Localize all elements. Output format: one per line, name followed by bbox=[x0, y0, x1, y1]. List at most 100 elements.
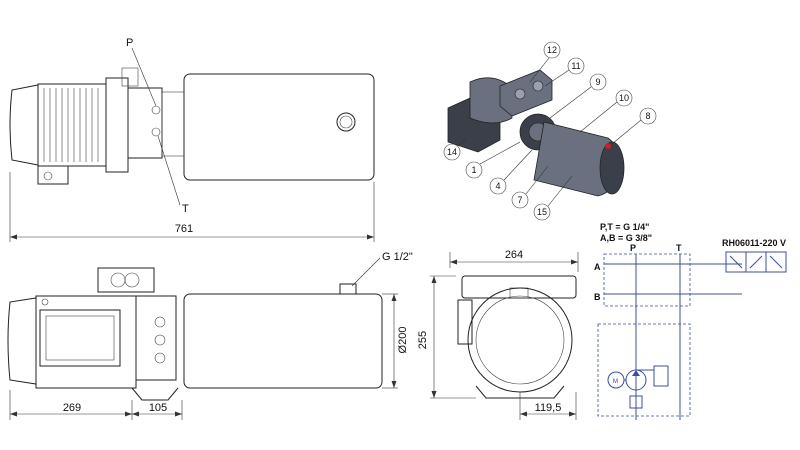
leader-14 bbox=[457, 137, 467, 147]
end-tank-inner bbox=[475, 295, 565, 385]
dim-119-5: 119,5 bbox=[535, 402, 562, 414]
leader-11 bbox=[544, 69, 570, 87]
valve-box-3 bbox=[765, 251, 787, 273]
callout-bubble-12 bbox=[543, 41, 561, 59]
iso-valve bbox=[499, 69, 553, 117]
filler-cap-inner bbox=[339, 115, 353, 129]
callout-14: 14 bbox=[447, 147, 457, 157]
dim-264: 264 bbox=[505, 249, 523, 261]
schematic-label-p: P bbox=[630, 243, 636, 253]
hydraulic-schematic: P,T = G 1/4" A,B = G 3/8" P T RH06011-22… bbox=[594, 222, 787, 420]
valve-arrow-1 bbox=[729, 255, 743, 269]
top-view: P T 761 bbox=[9, 37, 375, 242]
callout-bubble-10 bbox=[615, 89, 633, 107]
port-c bbox=[154, 352, 166, 364]
oil-tank bbox=[183, 73, 375, 181]
port-t bbox=[151, 127, 161, 137]
leader-8 bbox=[611, 119, 642, 145]
valve-cartridge bbox=[121, 67, 139, 87]
end-side-valve bbox=[457, 299, 473, 345]
callout-1: 1 bbox=[471, 165, 476, 175]
terminal-box bbox=[39, 309, 121, 367]
port-note-2: A,B = G 3/8" bbox=[600, 233, 652, 243]
dim-761: 761 bbox=[175, 223, 193, 235]
leader-10 bbox=[579, 101, 618, 133]
valve-arrow-3 bbox=[769, 255, 783, 269]
tank-flange bbox=[161, 91, 185, 157]
iso-tank-end bbox=[599, 141, 625, 195]
dim-255: 255 bbox=[417, 331, 429, 349]
directional-valve-symbol bbox=[725, 251, 787, 273]
arrows-269-105 bbox=[10, 411, 182, 417]
filter-symbol bbox=[629, 395, 643, 409]
leader-thread bbox=[351, 257, 381, 287]
leader-1 bbox=[479, 141, 521, 165]
filler-cap bbox=[336, 112, 356, 132]
callout-11: 11 bbox=[571, 61, 580, 71]
motor-fins bbox=[43, 88, 99, 162]
solenoid-coil-2 bbox=[124, 272, 140, 288]
callout-10: 10 bbox=[619, 93, 629, 103]
valve-block bbox=[127, 87, 163, 159]
callout-bubble-15 bbox=[533, 203, 551, 221]
dim-diameter: Ø200 bbox=[397, 327, 409, 354]
motor-end-cap bbox=[9, 84, 39, 166]
callout-15: 15 bbox=[537, 207, 547, 217]
leader-p bbox=[131, 47, 157, 107]
leader-t bbox=[157, 135, 181, 206]
leader-15 bbox=[547, 175, 573, 207]
solenoid-valve bbox=[97, 267, 155, 293]
callout-bubble-11 bbox=[567, 57, 585, 75]
pump-arrow bbox=[632, 370, 640, 376]
leader-12 bbox=[529, 57, 550, 83]
callout-7: 7 bbox=[517, 195, 522, 205]
motor-body bbox=[37, 83, 107, 167]
callout-8: 8 bbox=[645, 111, 650, 121]
label-t: T bbox=[182, 203, 189, 215]
callout-bubble-1 bbox=[465, 161, 483, 179]
iso-valve-port-2 bbox=[532, 80, 544, 92]
schematic-label-a: A bbox=[594, 262, 601, 272]
valve-arrow-2 bbox=[749, 255, 763, 269]
relief-valve bbox=[653, 365, 669, 387]
power-unit-border bbox=[597, 323, 691, 417]
callout-12: 12 bbox=[547, 45, 557, 55]
terminal-box-lid bbox=[45, 315, 115, 361]
callout-bubble-4 bbox=[489, 177, 507, 195]
leader-7 bbox=[525, 165, 549, 195]
motor-foot bbox=[37, 165, 69, 185]
schematic-label-t: T bbox=[676, 243, 682, 253]
callout-bubble-14 bbox=[443, 143, 461, 161]
callout-bubble-8 bbox=[639, 107, 657, 125]
dim-105: 105 bbox=[149, 402, 167, 414]
motor-flange bbox=[105, 77, 129, 173]
callout-9: 9 bbox=[595, 77, 600, 87]
manifold-border bbox=[603, 253, 691, 307]
end-view: 264 255 119,5 bbox=[417, 249, 579, 420]
port-p bbox=[151, 105, 161, 115]
label-p: P bbox=[126, 37, 133, 49]
solenoid-coil bbox=[110, 272, 126, 288]
port-thread-label: G 1/2" bbox=[382, 251, 413, 263]
end-tank-circle bbox=[467, 287, 573, 393]
iso-view: 12 11 9 10 8 14 1 4 7 bbox=[443, 41, 657, 221]
filler-plug bbox=[339, 283, 357, 295]
foot-bolt bbox=[43, 171, 53, 181]
mount-bracket bbox=[131, 387, 179, 401]
iso-valve-port bbox=[514, 88, 526, 100]
callout-bubble-9 bbox=[589, 73, 607, 91]
iso-filler-red bbox=[605, 143, 611, 149]
callout-4: 4 bbox=[495, 181, 500, 191]
motor-label: M bbox=[613, 379, 618, 385]
side-valve-block bbox=[135, 295, 177, 381]
schematic-label-b: B bbox=[594, 292, 601, 302]
side-view: G 1/2" Ø200 269 105 bbox=[7, 251, 413, 420]
valve-code: RH06011-220 V bbox=[722, 238, 786, 248]
leader-9 bbox=[549, 86, 592, 119]
lifting-eye bbox=[41, 298, 49, 306]
callout-bubble-7 bbox=[511, 191, 529, 209]
port-b bbox=[154, 334, 166, 346]
port-note-1: P,T = G 1/4" bbox=[600, 222, 649, 232]
end-mount-plate bbox=[461, 275, 577, 299]
